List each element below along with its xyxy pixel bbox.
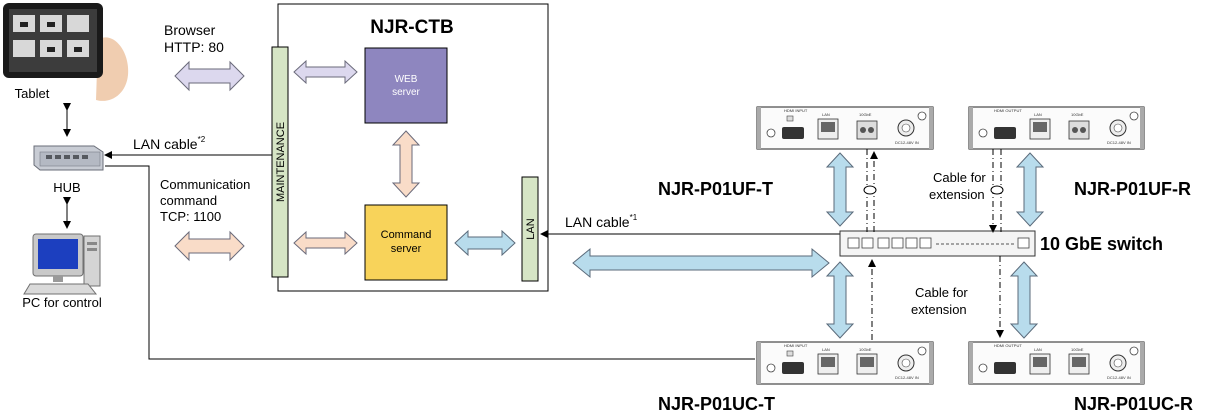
- web-command-arrow: [391, 130, 421, 198]
- lan-cable-2-label: LAN cable*2: [133, 135, 206, 152]
- maint-command-arrow: [293, 230, 358, 256]
- njr-p01uf-r-panel: HDMI OUTPUT LAN 10GbE DC12-48V IN: [968, 106, 1145, 150]
- njr-p01uc-r-panel: HDMI OUTPUT LAN 10GbE DC12-48V IN: [968, 341, 1145, 385]
- switch-device: [839, 230, 1036, 257]
- njr-ctb-title: NJR-CTB: [370, 17, 453, 38]
- svg-text:HDMI OUTPUT: HDMI OUTPUT: [994, 343, 1022, 348]
- svg-text:DC12-48V IN: DC12-48V IN: [895, 375, 919, 380]
- pc-label: PC for control: [22, 295, 102, 310]
- svg-text:10GbE: 10GbE: [859, 112, 872, 117]
- ctb-switch-arrow: [572, 247, 830, 279]
- maintenance-strip: [271, 46, 289, 278]
- njr-p01uc-t-panel: HDMI INPUT LAN 10GbE DC12-48V IN: [756, 341, 934, 385]
- communication-arrow: [174, 230, 245, 262]
- switch-label: 10 GbE switch: [1040, 234, 1163, 254]
- svg-text:10GbE: 10GbE: [1071, 112, 1084, 117]
- svg-text:10GbE: 10GbE: [1071, 347, 1084, 352]
- ext-cable-bundle-left: [863, 185, 877, 195]
- lan-port-strip: [521, 176, 539, 282]
- maint-web-arrow: [293, 59, 358, 85]
- browser-arrow: [174, 60, 245, 92]
- tablet-device: [3, 3, 129, 101]
- svg-text:HDMI INPUT: HDMI INPUT: [784, 108, 808, 113]
- svg-text:LAN: LAN: [1034, 347, 1042, 352]
- njr-p01uc-r-label: NJR-P01UC-R: [1074, 394, 1193, 414]
- command-server-box: [364, 204, 448, 281]
- njr-p01uf-r-label: NJR-P01UF-R: [1074, 179, 1191, 199]
- hub-device: [33, 145, 104, 171]
- svg-text:DC12-48V IN: DC12-48V IN: [1107, 375, 1131, 380]
- uf-t-switch-arrow: [825, 152, 855, 227]
- njr-p01uc-t-label: NJR-P01UC-T: [658, 394, 775, 414]
- lan-port-label: LAN: [525, 218, 537, 239]
- lan-cable-1-label: LAN cable*1: [565, 213, 638, 230]
- svg-text:10GbE: 10GbE: [859, 347, 872, 352]
- maintenance-label: MAINTENANCE: [275, 122, 287, 202]
- svg-text:DC12-48V IN: DC12-48V IN: [895, 140, 919, 145]
- command-lan-arrow: [454, 229, 516, 257]
- uc-r-switch-arrow: [1009, 261, 1039, 339]
- pc-device: [23, 233, 101, 295]
- hub-to-uc-t-cable: [105, 165, 755, 360]
- web-server-box: [364, 47, 448, 124]
- njr-p01uf-t-label: NJR-P01UF-T: [658, 179, 773, 199]
- njr-p01uf-t-panel: HDMI INPUT LAN 10GbE DC12-48V IN: [756, 106, 934, 150]
- ext-cable-bundle-right: [990, 185, 1004, 195]
- uf-r-switch-arrow: [1015, 152, 1045, 227]
- svg-text:LAN: LAN: [1034, 112, 1042, 117]
- svg-text:DC12-48V IN: DC12-48V IN: [1107, 140, 1131, 145]
- tablet-label: Tablet: [15, 86, 50, 101]
- hub-label: HUB: [53, 180, 80, 195]
- svg-text:HDMI OUTPUT: HDMI OUTPUT: [994, 108, 1022, 113]
- svg-text:HDMI INPUT: HDMI INPUT: [784, 343, 808, 348]
- svg-text:LAN: LAN: [822, 347, 830, 352]
- uc-t-switch-arrow: [825, 261, 855, 339]
- svg-text:LAN: LAN: [822, 112, 830, 117]
